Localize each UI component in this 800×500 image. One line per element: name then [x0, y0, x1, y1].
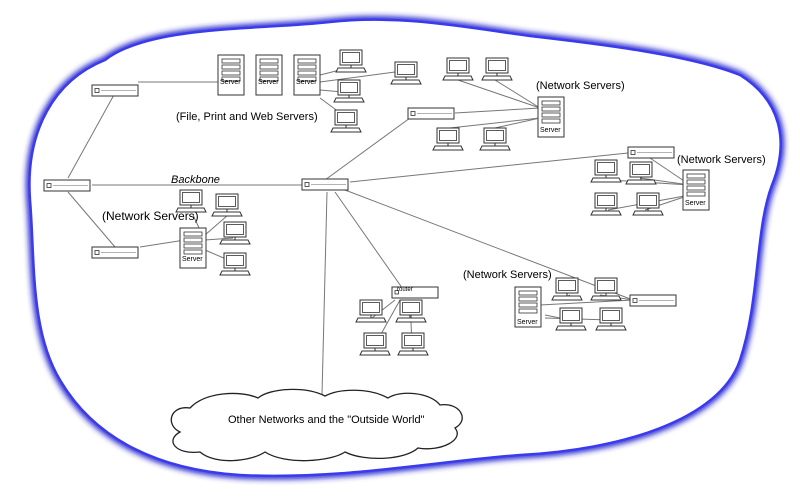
server-caption: Server [517, 319, 538, 326]
pc [359, 332, 391, 356]
hub-bottom-right [629, 294, 677, 307]
network-servers-left-label: (Network Servers) [102, 209, 199, 223]
pc [632, 192, 664, 216]
pc [479, 127, 511, 151]
pc [335, 49, 367, 73]
backbone-label: Backbone [171, 174, 220, 186]
pc [595, 307, 627, 331]
outside-world-cloud [170, 388, 463, 462]
pc [442, 57, 474, 81]
pc [397, 332, 429, 356]
server-caption: Server [296, 79, 317, 86]
network-boundary [28, 18, 782, 478]
network-servers-bottom-label: (Network Servers) [463, 269, 552, 281]
pc [590, 159, 622, 183]
server-caption: Server [540, 127, 561, 134]
pc [330, 109, 362, 133]
outside-world-label: Other Networks and the "Outside World" [228, 414, 425, 426]
pc [333, 79, 365, 103]
pc [211, 193, 243, 217]
file-server-2 [255, 54, 283, 96]
hub-top-right [407, 107, 455, 120]
hub-lower-left [91, 246, 139, 259]
pc [590, 192, 622, 216]
hub-top-left [91, 84, 139, 97]
pc [590, 277, 622, 301]
network-servers-right-label: (Network Servers) [677, 154, 766, 166]
file-server-3 [293, 54, 321, 96]
pc [395, 299, 427, 323]
file-print-web-servers-label: (File, Print and Web Servers) [176, 111, 318, 123]
pc [625, 161, 657, 185]
server-caption: Server [258, 79, 279, 86]
pc [355, 299, 387, 323]
pc [481, 57, 513, 81]
hub-right [627, 146, 675, 159]
router-caption: router [397, 287, 413, 293]
server-caption: Server [182, 256, 203, 263]
hub-central [301, 178, 349, 191]
file-server-1 [217, 54, 245, 96]
pc [432, 127, 464, 151]
server-caption: Server [685, 200, 706, 207]
connection-lines [67, 69, 691, 396]
network-servers-top-label: (Network Servers) [536, 80, 625, 92]
pc [219, 252, 251, 276]
router [391, 286, 439, 299]
pc [555, 307, 587, 331]
server-caption: Server [220, 79, 241, 86]
pc [551, 277, 583, 301]
hub-left [43, 179, 91, 192]
pc [219, 221, 251, 245]
pc [390, 61, 422, 85]
